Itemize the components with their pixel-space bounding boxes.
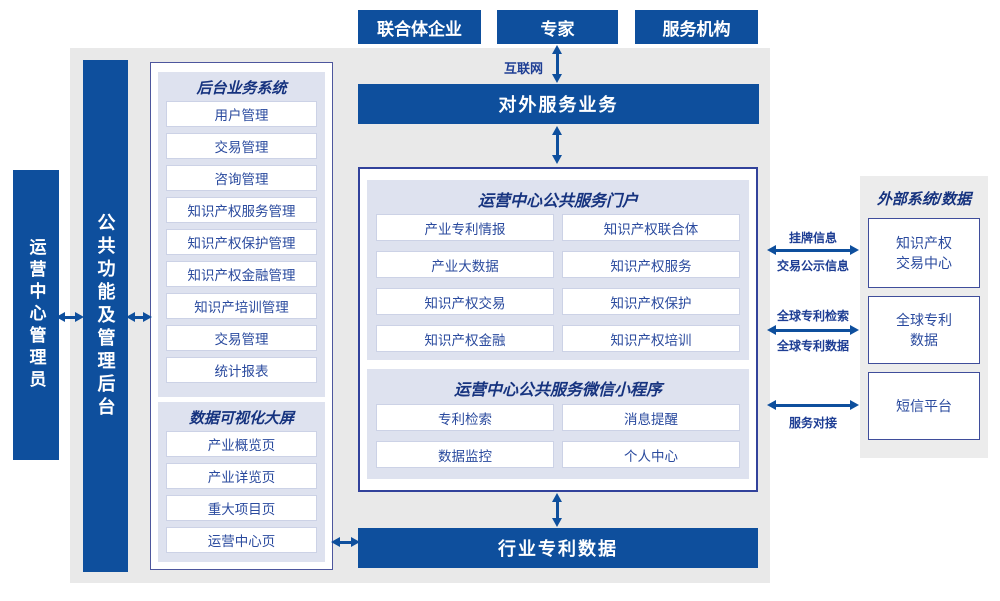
global-patent-link-arrow <box>767 324 859 336</box>
miniapp-section: 运营中心公共服务微信小程序 专利检索 消息提醒 数据监控 个人中心 <box>367 369 749 479</box>
arrow-shaft <box>775 328 851 332</box>
operation-center-panel: 运营中心公共服务门户 产业专利情报 知识产权联合体 产业大数据 知识产权服务 知… <box>358 167 758 492</box>
miniapp-item: 专利检索 <box>376 404 554 431</box>
arrow-shaft <box>555 501 559 519</box>
listing-info-label: 挂牌信息 <box>788 231 837 245</box>
arrow-shaft <box>775 248 851 252</box>
arrow-shaft <box>555 134 559 156</box>
external-systems-panel: 外部系统/数据 知识产权 交易中心 全球专利 数据 短信平台 <box>860 176 988 458</box>
service-to-portal-arrow <box>551 126 563 164</box>
portal-section-title: 运营中心公共服务门户 <box>477 193 638 210</box>
backend-panel: 后台业务系统 用户管理 交易管理 咨询管理 知识产权服务管理 知识产权保护管理 … <box>150 62 333 570</box>
dataviz-item: 重大项目页 <box>166 495 317 521</box>
panel-to-patent-arrow <box>331 536 360 548</box>
sms-link-arrow <box>767 399 859 411</box>
admin-to-backend-arrow <box>56 311 84 323</box>
system-label-line: 交易中心 <box>896 255 952 271</box>
external-system-ip-exchange: 知识产权 交易中心 <box>868 218 980 288</box>
external-service-bar: 对外服务业务 <box>358 84 759 124</box>
portal-item: 知识产权服务 <box>562 251 740 278</box>
service-dock-label: 服务对接 <box>788 416 837 430</box>
portal-item: 知识产权交易 <box>376 288 554 315</box>
actor-box-expert: 专家 <box>497 10 618 44</box>
arrow-shaft <box>775 403 851 407</box>
internet-label: 互联网 <box>503 61 543 76</box>
industry-patent-data-bar: 行业专利数据 <box>358 528 758 568</box>
portal-to-patent-arrow <box>551 493 563 527</box>
portal-item: 产业专利情报 <box>376 214 554 241</box>
exchange-link-arrow <box>767 244 859 256</box>
backend-to-panel-arrow <box>126 311 152 323</box>
backend-item: 统计报表 <box>166 357 317 383</box>
backend-item: 咨询管理 <box>166 165 317 191</box>
operation-admin-label: 运营中心管理员 <box>26 238 46 392</box>
backend-item: 知识产权金融管理 <box>166 261 317 287</box>
backend-item: 交易管理 <box>166 133 317 159</box>
backend-item: 交易管理 <box>166 325 317 351</box>
arrow-shaft <box>64 315 76 319</box>
portal-item: 知识产权金融 <box>376 325 554 352</box>
miniapp-section-title: 运营中心公共服务微信小程序 <box>453 382 662 399</box>
backend-section-title: 后台业务系统 <box>196 80 287 97</box>
operation-admin-box: 运营中心管理员 <box>13 170 59 460</box>
internet-arrow <box>551 45 563 83</box>
backend-item: 知识产权保护管理 <box>166 229 317 255</box>
system-label-line: 数据 <box>910 332 938 348</box>
public-function-backend-label: 公共功能及管理后台 <box>95 212 116 420</box>
system-label-line: 短信平台 <box>896 397 952 414</box>
miniapp-item: 消息提醒 <box>562 404 740 431</box>
arrow-shaft <box>555 53 559 75</box>
external-panel-title: 外部系统/数据 <box>876 191 972 208</box>
trade-notice-label: 交易公示信息 <box>776 259 849 273</box>
actor-box-service-org: 服务机构 <box>635 10 758 44</box>
portal-item: 产业大数据 <box>376 251 554 278</box>
backend-item: 知识产培训管理 <box>166 293 317 319</box>
actor-box-consortium-enterprise: 联合体企业 <box>358 10 481 44</box>
system-label-line: 全球专利 <box>896 311 952 328</box>
miniapp-item: 个人中心 <box>562 441 740 468</box>
external-system-global-patent: 全球专利 数据 <box>868 296 980 364</box>
backend-item: 用户管理 <box>166 101 317 127</box>
system-label-line: 知识产权 <box>896 234 952 251</box>
portal-section: 运营中心公共服务门户 产业专利情报 知识产权联合体 产业大数据 知识产权服务 知… <box>367 180 749 360</box>
external-system-sms: 短信平台 <box>868 372 980 440</box>
backend-system-section: 后台业务系统 用户管理 交易管理 咨询管理 知识产权服务管理 知识产权保护管理 … <box>158 72 325 397</box>
global-search-label: 全球专利检索 <box>776 309 849 323</box>
portal-item: 知识产权联合体 <box>562 214 740 241</box>
dataviz-item: 产业概览页 <box>166 431 317 457</box>
arrow-shaft <box>339 540 352 544</box>
dataviz-section-title: 数据可视化大屏 <box>188 410 294 427</box>
global-data-label: 全球专利数据 <box>776 339 849 353</box>
dataviz-item: 运营中心页 <box>166 527 317 553</box>
dataviz-item: 产业详览页 <box>166 463 317 489</box>
public-function-backend-bar: 公共功能及管理后台 <box>83 60 128 572</box>
dataviz-section: 数据可视化大屏 产业概览页 产业详览页 重大项目页 运营中心页 <box>158 402 325 562</box>
backend-item: 知识产权服务管理 <box>166 197 317 223</box>
miniapp-item: 数据监控 <box>376 441 554 468</box>
portal-item: 知识产权培训 <box>562 325 740 352</box>
portal-item: 知识产权保护 <box>562 288 740 315</box>
arrow-shaft <box>134 315 144 319</box>
